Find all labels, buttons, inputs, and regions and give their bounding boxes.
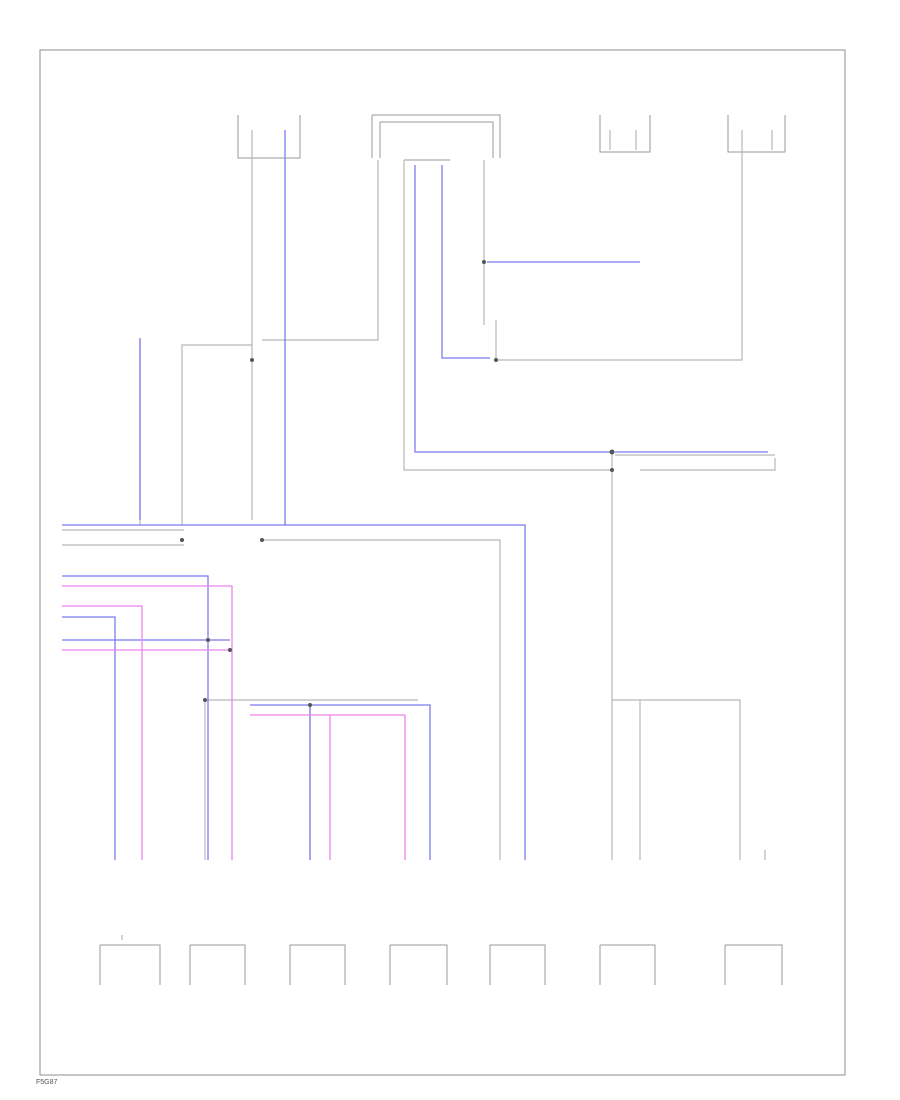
bottom-connectors: [99, 944, 783, 985]
connector-bottom-1: [99, 944, 161, 985]
connector-bottom-7: [724, 944, 783, 985]
splice-points: [180, 260, 615, 707]
connector-bottom-5: [489, 944, 546, 985]
diagram-frame: [39, 49, 846, 1076]
pink-wires: [62, 585, 406, 860]
connector-bottom-2: [189, 944, 246, 985]
connector-top-2: [371, 114, 501, 158]
connector-bottom-4: [389, 944, 448, 985]
connector-top-3: [599, 115, 651, 153]
gray-wires: [62, 130, 776, 940]
connector-top-4: [727, 115, 786, 153]
connector-bottom-3: [289, 944, 346, 985]
diagram-footer-code: F5G87: [36, 1079, 58, 1086]
connector-bottom-6: [599, 944, 656, 985]
connector-top-1: [237, 115, 301, 159]
top-connectors: [237, 114, 786, 161]
connector-top-2-inner: [379, 121, 494, 158]
blue-wires: [62, 130, 768, 860]
